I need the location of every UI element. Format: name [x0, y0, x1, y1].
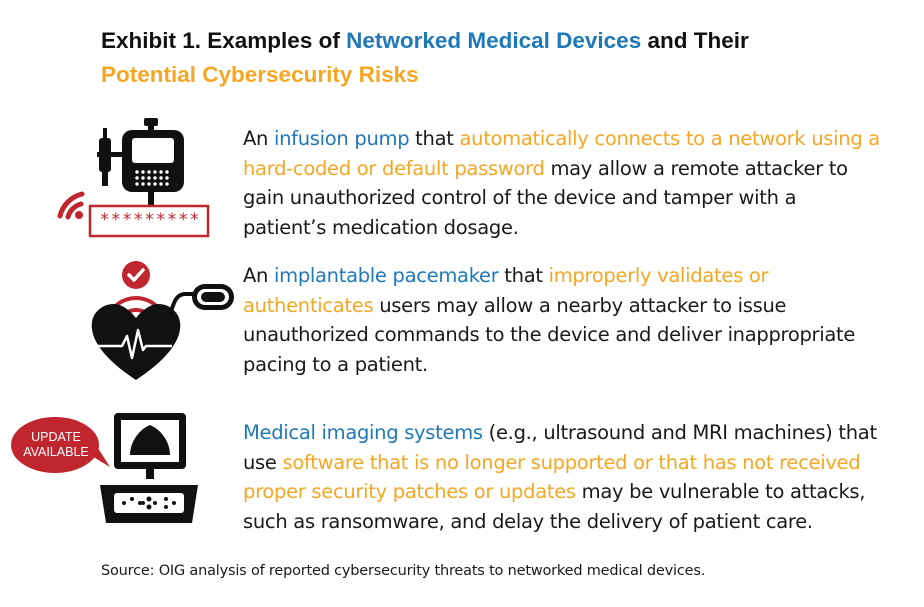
- risk-highlight: automatically connects to a network usin…: [243, 127, 880, 180]
- text-seg: may allow a remote attacker to gain unau…: [243, 156, 848, 239]
- text-seg: may be vulnerable to attacks, such as ra…: [243, 480, 866, 533]
- risk-highlight: improperly validates or authenticates: [243, 264, 769, 317]
- imaging-system-icon: [11, 413, 198, 523]
- exhibit-title: Exhibit 1. Examples of Networked Medical…: [101, 24, 861, 92]
- risk-highlight: software that is no longer supported or …: [243, 450, 861, 504]
- device-name: infusion pump: [274, 127, 410, 150]
- device-name: Medical imaging systems: [243, 421, 483, 444]
- infusion-pump-icon: [57, 118, 210, 238]
- pacemaker-heart-icon: [91, 261, 234, 380]
- infusion-pump-description: An infusion pump that automatically conn…: [243, 124, 883, 242]
- imaging-system-description: Medical imaging systems (e.g., ultrasoun…: [243, 418, 883, 536]
- password-field-label: *********: [99, 210, 201, 230]
- title-mid: and Their: [641, 28, 749, 53]
- source-note: Source: OIG analysis of reported cyberse…: [101, 563, 706, 579]
- text-seg: users may allow a nearby attacker to iss…: [243, 293, 856, 376]
- title-prefix: Exhibit 1. Examples of: [101, 28, 347, 53]
- badge-line: UPDATE: [31, 430, 81, 444]
- text-seg: (e.g., ultrasound and MRI machines) that…: [243, 421, 877, 474]
- text-seg: that: [498, 264, 549, 287]
- update-available-badge: UPDATE AVAILABLE: [14, 430, 98, 460]
- pacemaker-description: An implantable pacemaker that improperly…: [243, 261, 883, 379]
- title-highlight-devices: Networked Medical Devices: [346, 28, 642, 53]
- device-name: implantable pacemaker: [274, 264, 499, 287]
- badge-line: AVAILABLE: [23, 445, 89, 459]
- text-seg: that: [409, 127, 460, 150]
- text-seg: An: [243, 127, 274, 150]
- title-highlight-risks: Potential Cybersecurity Risks: [101, 62, 419, 87]
- text-seg: An: [243, 264, 274, 287]
